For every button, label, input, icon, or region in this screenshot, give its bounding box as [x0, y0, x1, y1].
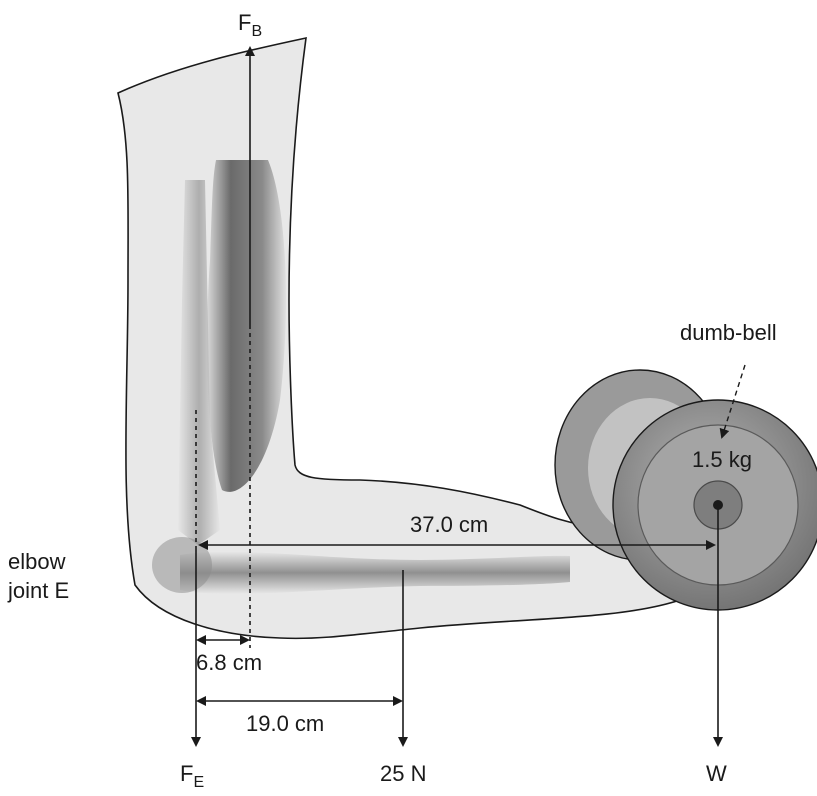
mass-label: 1.5 kg	[692, 447, 752, 472]
weight-force-label: 25 N	[380, 761, 426, 786]
biceps-muscle	[207, 160, 287, 492]
humerus-bone	[178, 180, 220, 545]
dim-6-8-label: 6.8 cm	[196, 650, 262, 675]
fb-label: FB	[238, 10, 262, 40]
elbow-label-line1: elbow	[8, 549, 66, 574]
dim-37-label: 37.0 cm	[410, 512, 488, 537]
dumbbell-label: dumb-bell	[680, 320, 777, 345]
elbow-shade	[152, 537, 212, 593]
w-label: W	[706, 761, 727, 786]
dumbbell-callout-arrow	[719, 364, 746, 439]
forearm-bone	[180, 551, 570, 594]
dumbbell-front-plate	[612, 399, 817, 611]
dim-19-label: 19.0 cm	[246, 711, 324, 736]
elbow-label-line2: joint E	[7, 578, 69, 603]
fe-label: FE	[180, 761, 204, 791]
